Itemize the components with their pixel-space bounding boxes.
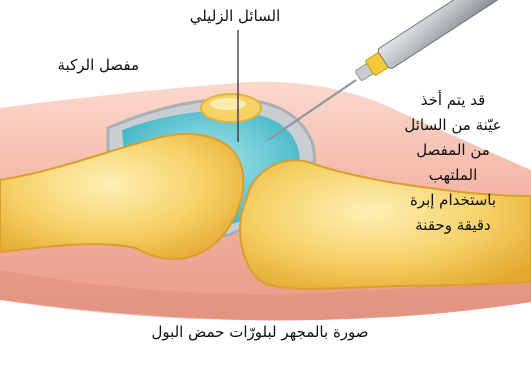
description-line: من المفصل: [378, 138, 528, 163]
description-line: الملتهب: [378, 163, 528, 188]
knee-joint-label: مفصل الركبة: [4, 55, 139, 76]
synovial-fluid-label: السائل الزليلي: [150, 6, 320, 27]
description-line: دقيقة وحقنة: [378, 213, 528, 238]
description-line: قد يتم أخذ: [378, 88, 528, 113]
caption: صورة بالمجهر لبلورّات حمض البول: [95, 322, 425, 343]
description-line: عيّنة من السائل: [378, 113, 528, 138]
syringe: [352, 0, 516, 86]
injection-description: قد يتم أخذ عيّنة من السائل من المفصل الم…: [378, 88, 528, 238]
description-line: باستخدام إبرة: [378, 188, 528, 213]
